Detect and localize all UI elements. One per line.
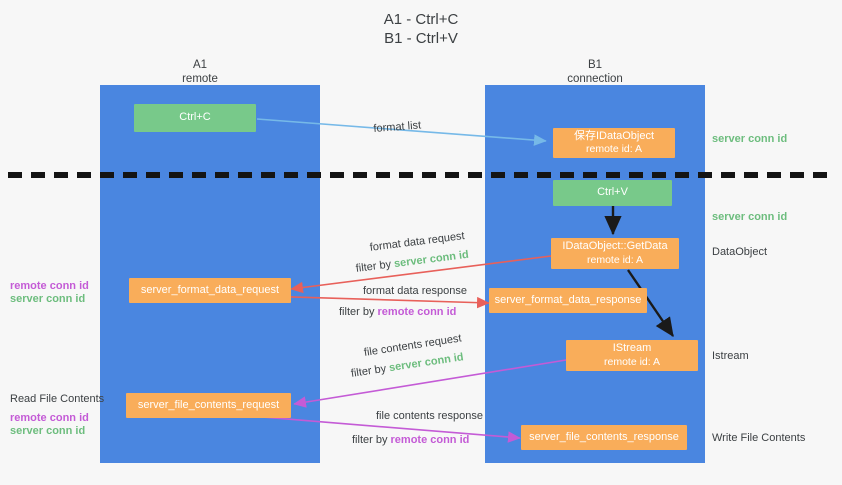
- node-server-format-data-response[interactable]: server_format_data_response: [489, 288, 647, 313]
- node-ctrl-c[interactable]: Ctrl+C: [134, 104, 256, 132]
- right-label-write-file-contents: Write File Contents: [712, 432, 806, 444]
- lane-header-a1-name: A1: [192, 59, 208, 71]
- node-istream-line1: IStream: [612, 342, 652, 354]
- node-ctrl-c-label: Ctrl+C: [179, 111, 211, 124]
- lane-header-a1: A1 remote: [140, 58, 260, 86]
- left-label-server-conn-id-2: server conn id: [10, 425, 86, 437]
- node-save-idataobject-line1: 保存IDataObject: [573, 129, 655, 142]
- node-ctrl-v[interactable]: Ctrl+V: [553, 180, 672, 206]
- node-save-idataobject[interactable]: 保存IDataObject remote id: A: [553, 128, 675, 158]
- label-format-data-request-filter-value: server conn id: [393, 248, 470, 271]
- node-server-file-contents-request[interactable]: server_file_contents_request: [126, 393, 291, 418]
- label-format-data-request-filter-prefix: filter by: [355, 258, 395, 275]
- right-label-server-conn-id-top: server conn id: [712, 133, 788, 145]
- right-label-dataobject: DataObject: [712, 246, 768, 258]
- lane-header-a1-sub: remote: [182, 73, 218, 85]
- label-format-list: format list: [373, 119, 422, 135]
- node-ctrl-v-label: Ctrl+V: [597, 186, 628, 199]
- diagram-title: A1 - Ctrl+C B1 - Ctrl+V: [0, 10, 842, 48]
- node-istream-line2: remote id: A: [603, 355, 661, 368]
- label-file-contents-request-filter-prefix: filter by: [350, 362, 391, 380]
- node-save-idataobject-line2: remote id: A: [585, 143, 643, 155]
- label-file-contents-response-filter-value: remote conn id: [390, 434, 470, 446]
- node-server-format-data-response-label: server_format_data_response: [494, 293, 642, 306]
- node-server-format-data-request-label: server_format_data_request: [140, 283, 280, 296]
- label-file-contents-response-filter-prefix: filter by: [352, 434, 391, 446]
- node-server-file-contents-response-label: server_file_contents_response: [529, 430, 679, 443]
- left-label-server-conn-id-1: server conn id: [10, 293, 86, 305]
- title-line-1: A1 - Ctrl+C: [383, 11, 459, 28]
- label-format-data-response-filter-prefix: filter by: [339, 306, 378, 318]
- node-server-format-data-request[interactable]: server_format_data_request: [129, 278, 291, 303]
- label-format-data-response: format data response: [363, 285, 467, 297]
- label-format-data-response-filter: filter by remote conn id: [339, 305, 456, 319]
- right-label-istream: Istream: [712, 350, 749, 362]
- label-format-data-response-filter-value: remote conn id: [377, 306, 457, 318]
- left-label-read-file-contents: Read File Contents: [10, 393, 105, 405]
- node-server-file-contents-request-label: server_file_contents_request: [137, 398, 280, 411]
- node-idataobject-getdata-line1: IDataObject::GetData: [562, 240, 668, 252]
- node-istream[interactable]: IStream remote id: A: [566, 340, 698, 371]
- lane-header-b1-name: B1: [587, 59, 603, 71]
- node-idataobject-getdata-line2: remote id: A: [586, 253, 644, 266]
- lane-header-b1: B1 connection: [535, 58, 655, 86]
- label-file-contents-response-filter: filter by remote conn id: [352, 433, 469, 447]
- left-label-remote-conn-id-2: remote conn id: [10, 412, 89, 424]
- node-idataobject-getdata[interactable]: IDataObject::GetData remote id: A: [551, 238, 679, 269]
- right-label-server-conn-id-mid: server conn id: [712, 211, 788, 223]
- node-server-file-contents-response[interactable]: server_file_contents_response: [521, 425, 687, 450]
- title-line-2: B1 - Ctrl+V: [384, 30, 458, 47]
- lane-header-b1-sub: connection: [567, 73, 623, 85]
- label-file-contents-response: file contents response: [376, 410, 484, 422]
- left-label-remote-conn-id-1: remote conn id: [10, 280, 89, 292]
